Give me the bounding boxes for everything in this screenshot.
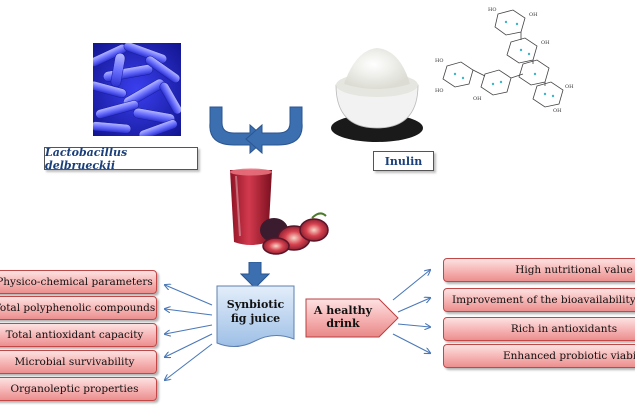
bacteria-label-text: Lactobacillus delbrueckii (45, 145, 128, 172)
left-item: Organoleptic properties (0, 377, 157, 401)
right-item-text: High nutritional value (515, 264, 633, 276)
right-item: Enhanced probiotic viabili (443, 344, 635, 368)
inulin-label-text: Inulin (384, 154, 423, 168)
bacteria-label: Lactobacillus delbrueckii (44, 145, 198, 172)
down-arrow (239, 261, 271, 289)
left-item-text: Total polyphenolic compounds (0, 302, 156, 314)
right-item: High nutritional value (443, 258, 635, 282)
bacteria-image (93, 43, 181, 136)
inulin-label: Inulin (373, 151, 434, 171)
svg-text:OH: OH (529, 12, 538, 18)
left-item: Total polyphenolic compounds (0, 296, 157, 320)
synbiotic-juice-box: Synbiotic fig juice (216, 285, 295, 353)
arrow-right-2 (397, 298, 430, 313)
arrow-left-5 (165, 343, 213, 380)
arrow-left-4 (165, 333, 213, 357)
svg-text:HO: HO (435, 88, 443, 94)
healthy-drink-arrow: A healthy drink (305, 298, 399, 338)
right-item-text: Rich in antioxidants (510, 323, 618, 335)
synbiotic-line-2: fig juice (230, 312, 281, 325)
fig-juice-glass (226, 166, 330, 260)
left-item: Total antioxidant capacity (0, 323, 157, 347)
arrow-right-4 (392, 333, 430, 353)
inulin-powder-bowl (326, 40, 428, 144)
arrow-left-1 (165, 285, 213, 306)
svg-text:OH: OH (541, 40, 550, 46)
healthy-drink-text: A healthy drink (305, 304, 381, 330)
right-item-text: Improvement of the bioavailability of (452, 294, 635, 306)
svg-text:HO: HO (435, 58, 443, 64)
right-item: Improvement of the bioavailability of (443, 288, 635, 312)
arrow-right-3 (397, 324, 430, 327)
svg-text:HO: HO (488, 7, 496, 13)
arrow-right-1 (392, 270, 430, 301)
synbiotic-juice-text: Synbiotic fig juice (216, 298, 295, 326)
arrow-left-3 (165, 324, 213, 334)
svg-text:OH: OH (553, 108, 562, 114)
left-item-text: Physico-chemical parameters (0, 276, 153, 288)
merge-arrows (208, 105, 304, 155)
healthy-line-1: A healthy (313, 304, 373, 317)
left-item: Physico-chemical parameters (0, 270, 157, 294)
left-item: Microbial survivability (0, 350, 157, 374)
right-item-text: Enhanced probiotic viabili (503, 350, 635, 362)
svg-text:OH: OH (565, 84, 574, 90)
arrow-left-2 (165, 309, 213, 316)
healthy-line-2: drink (326, 317, 360, 330)
inulin-chemical-structure: HO OH OH HO HO OH OH OH (433, 2, 575, 117)
svg-text:OH: OH (473, 96, 482, 102)
right-item: Rich in antioxidants (443, 317, 635, 341)
left-item-text: Organoleptic properties (10, 383, 139, 395)
synbiotic-line-1: Synbiotic (226, 298, 285, 311)
left-item-text: Microbial survivability (14, 356, 135, 368)
left-item-text: Total antioxidant capacity (5, 329, 144, 341)
